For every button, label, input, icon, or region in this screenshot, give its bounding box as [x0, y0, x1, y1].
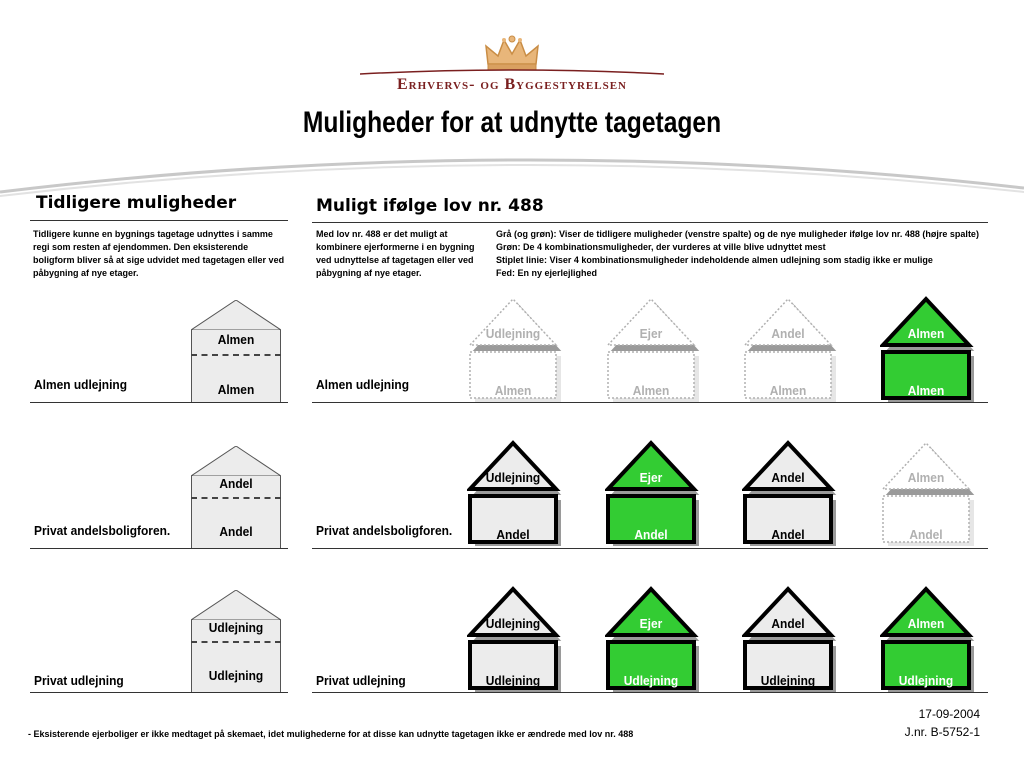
house-roof-label: Ejer — [639, 616, 663, 631]
house-roof-label: Udlejning — [485, 616, 541, 631]
house-shape-icon — [742, 440, 837, 546]
legend-item: Stiplet linie: Viser 4 kombinationsmulig… — [496, 255, 933, 265]
house-shape-icon — [467, 440, 562, 546]
house-shape-icon — [605, 586, 700, 692]
house-shape-icon — [467, 586, 562, 692]
legend-item: Grøn: De 4 kombinationsmuligheder, der v… — [496, 242, 826, 252]
house-floor-label: Udlejning — [208, 668, 264, 683]
house-shape-icon — [468, 297, 562, 402]
house-floor-label: Almen — [769, 383, 807, 398]
house-roof-label: Udlejning — [208, 620, 264, 635]
journal-number: J.nr. B-5752-1 — [904, 725, 980, 739]
house-floor-label: Udlejning — [485, 673, 541, 688]
house-roof-label: Almen — [217, 332, 255, 347]
house-floor-label: Udlejning — [760, 673, 816, 688]
house-floor-label: Udlejning — [623, 673, 679, 688]
row-rule-left — [30, 548, 288, 549]
house-roof-label: Udlejning — [485, 470, 541, 485]
house-floor-label: Andel — [634, 527, 668, 542]
house-floor-label: Almen — [907, 383, 945, 398]
house-roof-label: Almen — [907, 616, 945, 631]
left-heading-rule — [30, 220, 288, 221]
house-roof-label: Andel — [771, 326, 805, 341]
row-label-right: Almen udlejning — [316, 377, 410, 392]
row-rule-right — [312, 548, 988, 549]
left-house-andel: Andel Andel — [191, 446, 281, 548]
row-label-right: Privat andelsboligforen. — [316, 523, 453, 538]
row-label-right: Privat udlejning — [316, 673, 406, 688]
right-description: Med lov nr. 488 er det muligt at kombine… — [316, 229, 475, 278]
right-column-heading: Muligt ifølge lov nr. 488 — [316, 196, 544, 216]
left-house-almen: Almen Almen — [191, 300, 281, 402]
left-house-udlejning: Udlejning Udlejning — [191, 590, 281, 692]
house-roof-label: Andel — [219, 476, 253, 491]
house-roof-label: Ejer — [639, 326, 663, 341]
row-label-left: Almen udlejning — [34, 377, 128, 392]
house-roof-icon — [191, 300, 281, 330]
house-floor-label: Andel — [496, 527, 530, 542]
row-rule-left — [30, 402, 288, 403]
house-roof-label: Udlejning — [485, 326, 541, 341]
legend: Grå (og grøn): Viser de tidligere muligh… — [496, 228, 1016, 280]
row-rule-right — [312, 692, 988, 693]
house-shape-icon — [880, 586, 975, 692]
row-label-left: Privat udlejning — [34, 673, 124, 688]
page-title: Muligheder for at udnytte tagetagen — [302, 106, 722, 139]
house-floor-label: Almen — [494, 383, 532, 398]
row-label-left: Privat andelsboligforen. — [34, 523, 171, 538]
legend-item: Fed: En ny ejerlejlighed — [496, 268, 598, 278]
house-shape-icon — [605, 440, 700, 546]
house-roof-label: Ejer — [639, 470, 663, 485]
house-floor-label: Almen — [632, 383, 670, 398]
left-description: Tidligere kunne en bygnings tagetage udn… — [33, 229, 285, 278]
header-swoosh — [0, 158, 1024, 197]
house-shape-icon — [742, 586, 837, 692]
house-floor-label: Almen — [217, 382, 255, 397]
house-shape-icon — [881, 441, 975, 546]
house-shape-icon — [880, 296, 975, 402]
house-roof-label: Almen — [907, 470, 945, 485]
date: 17-09-2004 — [918, 707, 980, 721]
house-floor-label: Andel — [909, 527, 943, 542]
house-roof-label: Almen — [907, 326, 945, 341]
right-heading-rule — [312, 222, 988, 223]
house-floor-label: Andel — [219, 524, 253, 539]
house-roof-label: Andel — [771, 616, 805, 631]
house-floor-label: Udlejning — [898, 673, 954, 688]
row-rule-left — [30, 692, 288, 693]
crown-logo-icon — [485, 35, 539, 71]
row-rule-right — [312, 402, 988, 403]
legend-item: Grå (og grøn): Viser de tidligere muligh… — [496, 229, 979, 239]
logo-underline — [360, 69, 664, 75]
house-floor-label: Andel — [771, 527, 805, 542]
house-shape-icon — [743, 297, 837, 402]
house-shape-icon — [606, 297, 700, 402]
house-roof-icon — [191, 446, 281, 476]
house-roof-label: Andel — [771, 470, 805, 485]
footnote: - Eksisterende ejerboliger er ikke medta… — [28, 729, 634, 739]
left-column-heading: Tidligere muligheder — [36, 193, 237, 213]
org-name: Erhvervs- og Byggestyrelsen — [397, 76, 627, 93]
house-roof-icon — [191, 590, 281, 620]
